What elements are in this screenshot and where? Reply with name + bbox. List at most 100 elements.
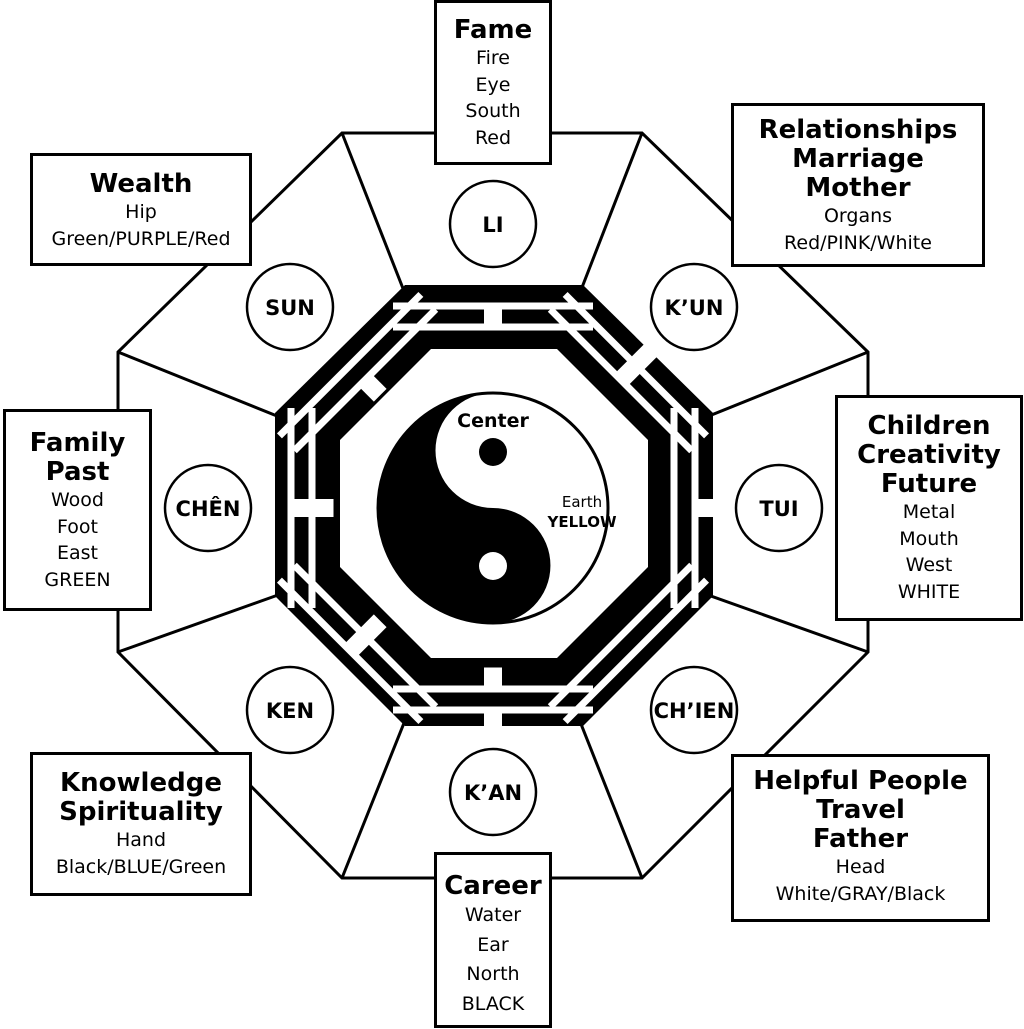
area-knowledge-line-2: Black/BLUE/Green [55, 855, 227, 878]
trigram-line-break [358, 373, 387, 402]
area-knowledge-title-1: Knowledge [60, 768, 222, 798]
area-relationships-title-1: Relationships [758, 115, 958, 145]
trigram-circles: LI K’UN TUI CH’IEN K’AN KEN CHÊN SUN [163, 179, 824, 837]
yin-dot [479, 552, 507, 580]
trigram-line-break [614, 358, 643, 387]
area-family: Family Past Wood Foot East GREEN [3, 409, 152, 611]
area-relationships-title-2: Marriage [792, 144, 924, 174]
yin-half [378, 393, 551, 623]
trigram-kan-label: K’AN [464, 781, 522, 805]
area-children-title-3: Future [880, 469, 978, 499]
area-helpful-people: Helpful People Travel Father Head White/… [731, 754, 990, 922]
center-color: YELLOW [547, 513, 617, 531]
area-children-line-4: WHITE [897, 580, 961, 603]
area-children: Children Creativity Future Metal Mouth W… [835, 395, 1023, 621]
trigram-kan-circle [448, 747, 538, 837]
trigram-li-label: LI [482, 213, 503, 237]
trigram-chen-circle [163, 463, 253, 553]
area-career: Career Water Ear North BLACK [434, 852, 552, 1028]
area-family-title-1: Family [29, 428, 126, 458]
trigram-li: LI [448, 179, 538, 269]
trigram-ken-label: KEN [266, 699, 314, 723]
trigram-chen: CHÊN [163, 463, 253, 553]
trigram-separators [287, 408, 334, 608]
area-relationships-line-2: Red/PINK/White [784, 231, 932, 254]
trigram-line-gap [562, 577, 710, 725]
area-relationships-line-1: Organs [823, 205, 893, 227]
trigram-separators [276, 291, 439, 454]
area-wealth-line-2: Green/PURPLE/Red [51, 227, 231, 250]
area-children-line-2: Mouth [899, 527, 959, 550]
area-children-title-2: Creativity [857, 440, 1001, 470]
trigram-separators [276, 562, 439, 725]
trigram-bars [276, 291, 717, 732]
area-family-line-3: East [57, 542, 98, 564]
trigram-sun-label: SUN [265, 296, 315, 320]
area-family-line-4: GREEN [44, 568, 111, 591]
trigram-line-break [358, 614, 387, 643]
trigram-tui: TUI [734, 463, 824, 553]
trigram-kun: K’UN [649, 262, 739, 352]
area-relationships-title-3: Mother [805, 173, 911, 203]
trigram-tui-label: TUI [759, 497, 798, 521]
area-family-line-1: Wood [51, 489, 104, 511]
trigram-line-break [484, 305, 502, 328]
area-wealth-line-1: Hip [125, 201, 157, 223]
area-helpful-line-1: Head [835, 856, 886, 878]
area-family-title-2: Past [45, 457, 110, 487]
area-career-line-1: Water [464, 904, 522, 926]
area-career-line-3: North [466, 963, 520, 985]
trigram-separators [393, 667, 593, 732]
area-knowledge: Knowledge Spirituality Hand Black/BLUE/G… [30, 752, 252, 896]
trigram-line-break [311, 499, 334, 517]
trigram-chien-circle [649, 665, 739, 755]
area-fame: Fame Fire Eye South Red [434, 0, 552, 165]
trigram-chen-label: CHÊN [176, 496, 241, 521]
trigram-line-break [290, 499, 313, 517]
trigram-separators [393, 302, 593, 331]
trigram-line-gap [670, 408, 678, 608]
area-fame-line-3: South [465, 100, 521, 122]
trigram-chien: CH’IEN [649, 665, 739, 755]
center-title: Center [457, 410, 529, 432]
trigram-tui-circle [734, 463, 824, 553]
trigram-ken: KEN [245, 665, 335, 755]
area-fame-line-2: Eye [475, 73, 511, 96]
area-helpful-title-3: Father [812, 824, 909, 854]
trigram-ken-circle [245, 665, 335, 755]
area-children-line-3: West [905, 554, 953, 576]
center-element: Earth [562, 493, 602, 511]
area-career-line-2: Ear [477, 933, 509, 956]
trigram-li-circle [448, 179, 538, 269]
area-career-title: Career [444, 871, 542, 901]
area-knowledge-title-2: Spirituality [59, 797, 223, 827]
area-helpful-title-1: Helpful People [753, 766, 968, 796]
trigram-sun-circle [245, 262, 335, 352]
trigram-separators [670, 408, 717, 608]
trigram-line-break [629, 343, 658, 372]
area-children-line-1: Metal [902, 501, 956, 523]
area-knowledge-line-1: Hand [115, 829, 167, 851]
area-children-title-1: Children [867, 411, 991, 441]
trigram-sun: SUN [245, 262, 335, 352]
yin-yang: Center Earth YELLOW [376, 391, 617, 625]
yang-dot [479, 438, 507, 466]
area-fame-line-4: Red [474, 126, 512, 149]
area-helpful-line-2: White/GRAY/Black [775, 882, 946, 905]
area-fame-line-1: Fire [476, 47, 510, 69]
trigram-chien-label: CH’IEN [654, 699, 735, 723]
area-career-line-4: BLACK [461, 992, 525, 1015]
trigram-line-break [694, 499, 717, 517]
area-wealth-title: Wealth [89, 169, 193, 199]
area-relationships: Relationships Marriage Mother Organs Red… [731, 103, 985, 267]
trigram-line-gap [547, 562, 695, 710]
trigram-line-gap [276, 291, 424, 439]
area-fame-title: Fame [453, 15, 533, 45]
trigram-line-break [343, 629, 372, 658]
trigram-kan: K’AN [448, 747, 538, 837]
trigram-line-break [484, 667, 502, 690]
area-wealth: Wealth Hip Green/PURPLE/Red [30, 153, 252, 266]
area-family-line-2: Foot [57, 515, 98, 538]
trigram-line-break [484, 709, 502, 732]
